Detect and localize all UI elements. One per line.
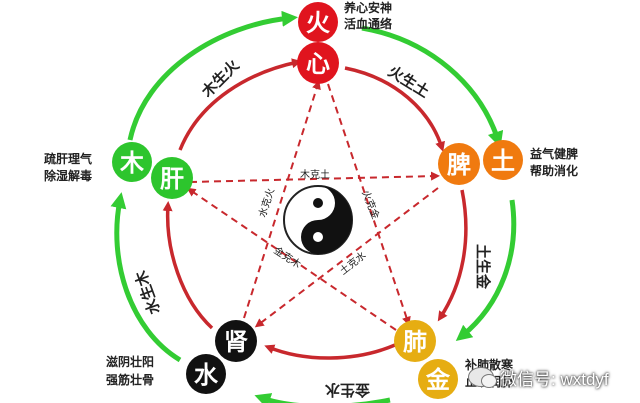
label-fire-metal: 火克金 [359, 188, 382, 221]
red-arc-wood-fire [178, 58, 302, 151]
node-water: 肾 水 滋阴壮阳 强筋壮骨 [106, 320, 257, 394]
star-metal-wood [186, 187, 397, 331]
label-metal-water: 金生水 [324, 381, 371, 399]
desc-water-2: 强筋壮骨 [106, 372, 154, 387]
organ-earth-text: 脾 [447, 151, 471, 179]
red-arc-fire-earth [344, 66, 445, 152]
organ-earth-circle [438, 143, 480, 185]
yin-yang-icon [283, 185, 353, 255]
green-arc-wood-fire [127, 10, 298, 141]
element-earth-text: 土 [491, 147, 515, 175]
element-earth-circle [483, 140, 523, 180]
green-arc-fire-earth [361, 25, 504, 148]
watermark-text: 微信号: wxtdyf [500, 369, 609, 389]
red-arc-earth-metal [437, 189, 468, 322]
label-fire-earth: 火生土 [385, 62, 433, 101]
red-arc-metal-water [264, 343, 396, 360]
label-earth-metal: 土生金 [474, 244, 492, 290]
organ-water-text: 肾 [224, 328, 248, 356]
element-metal-circle [418, 359, 458, 399]
label-wood-fire: 木生火 [197, 56, 243, 102]
red-arc-water-wood [162, 201, 214, 330]
desc-wood-2: 除湿解毒 [44, 168, 92, 183]
node-earth: 脾 土 益气健脾 帮助消化 [438, 140, 578, 185]
organ-metal-text: 肺 [403, 328, 427, 356]
organ-metal-circle [394, 320, 436, 362]
desc-fire-2: 活血通络 [344, 16, 392, 31]
desc-water-1: 滋阴壮阳 [106, 354, 154, 369]
star-water-fire [243, 80, 321, 319]
inner-generating-arcs [162, 58, 468, 360]
element-fire-circle [298, 2, 338, 42]
star-wood-earth [189, 171, 440, 183]
controlling-star [186, 80, 440, 331]
element-metal-text: 金 [425, 366, 451, 394]
label-wood-earth: 木克土 [300, 168, 330, 181]
wechat-icon [468, 367, 497, 388]
element-wood-text: 木 [119, 149, 145, 177]
organ-fire-circle [297, 42, 339, 84]
desc-earth-2: 帮助消化 [530, 163, 578, 178]
organ-wood-text: 肝 [160, 165, 184, 193]
star-fire-metal [327, 83, 411, 326]
green-arc-water-wood [110, 192, 182, 363]
organ-wood-circle [151, 157, 193, 199]
element-fire-text: 火 [306, 9, 330, 37]
desc-wood-1: 疏肝理气 [44, 151, 92, 166]
element-water-text: 水 [194, 361, 219, 389]
watermark: 微信号: wxtdyf [468, 362, 640, 392]
desc-earth-1: 益气健脾 [530, 146, 578, 161]
node-wood: 木 肝 疏肝理气 除湿解毒 [44, 142, 193, 199]
green-arc-earth-metal [455, 199, 517, 342]
desc-fire-1: 养心安神 [343, 0, 392, 15]
organ-water-circle [215, 320, 257, 362]
star-earth-water [254, 187, 439, 328]
node-fire: 火 心 养心安神 活血通络 [297, 0, 392, 84]
element-wood-circle [112, 142, 152, 182]
organ-fire-text: 心 [306, 50, 330, 78]
label-water-fire: 水克火 [256, 187, 277, 219]
label-earth-water: 土克水 [337, 249, 369, 278]
element-water-circle [186, 354, 226, 394]
